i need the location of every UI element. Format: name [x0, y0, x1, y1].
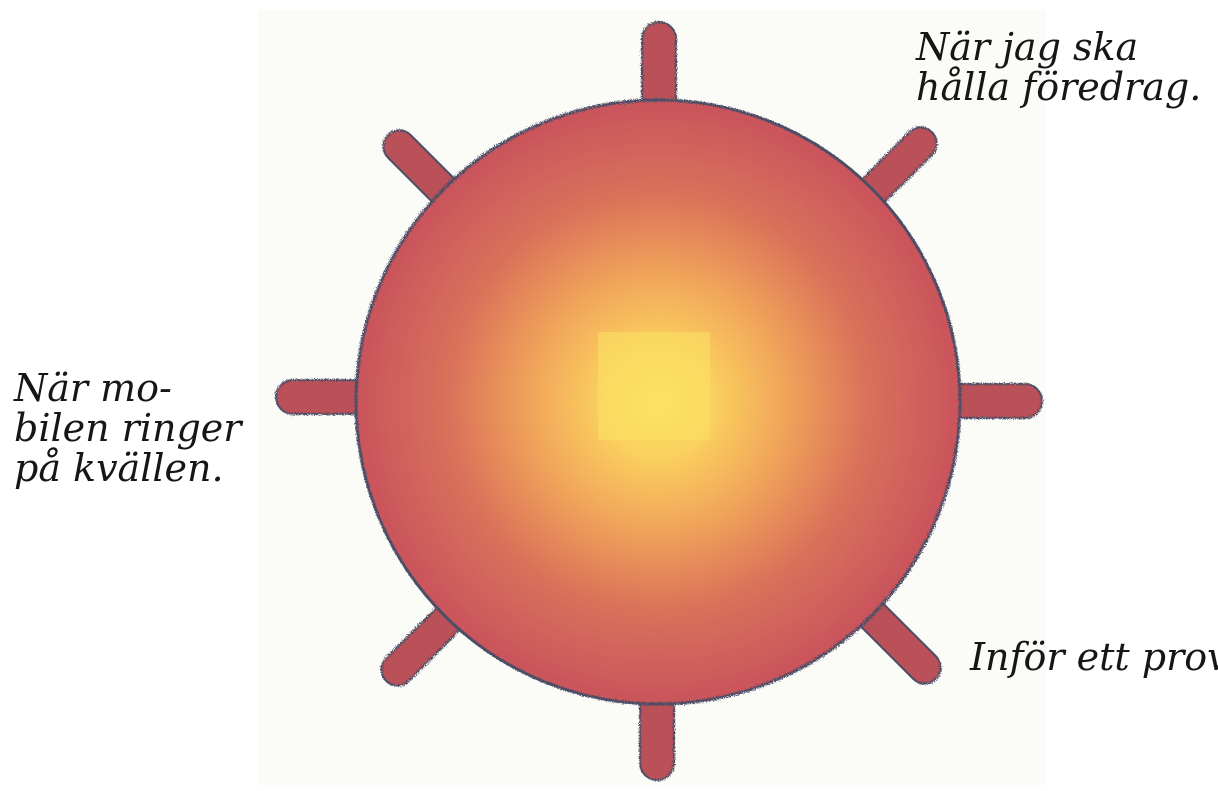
caption-top-right-line-1: När jag ska: [916, 27, 1201, 67]
caption-left-line-3: på kvällen.: [14, 448, 241, 488]
caption-top-right-line-2: hålla föredrag.: [916, 67, 1201, 107]
caption-bottom-right-line-1: Inför ett prov.: [970, 637, 1218, 677]
sun-core-glow: [598, 332, 710, 440]
caption-top-right: När jag ska hålla föredrag.: [916, 27, 1201, 107]
caption-left: När mo- bilen ringer på kvällen.: [14, 368, 241, 488]
caption-left-line-1: När mo-: [14, 368, 241, 408]
caption-bottom-right: Inför ett prov.: [970, 637, 1218, 677]
caption-left-line-2: bilen ringer: [14, 408, 241, 448]
